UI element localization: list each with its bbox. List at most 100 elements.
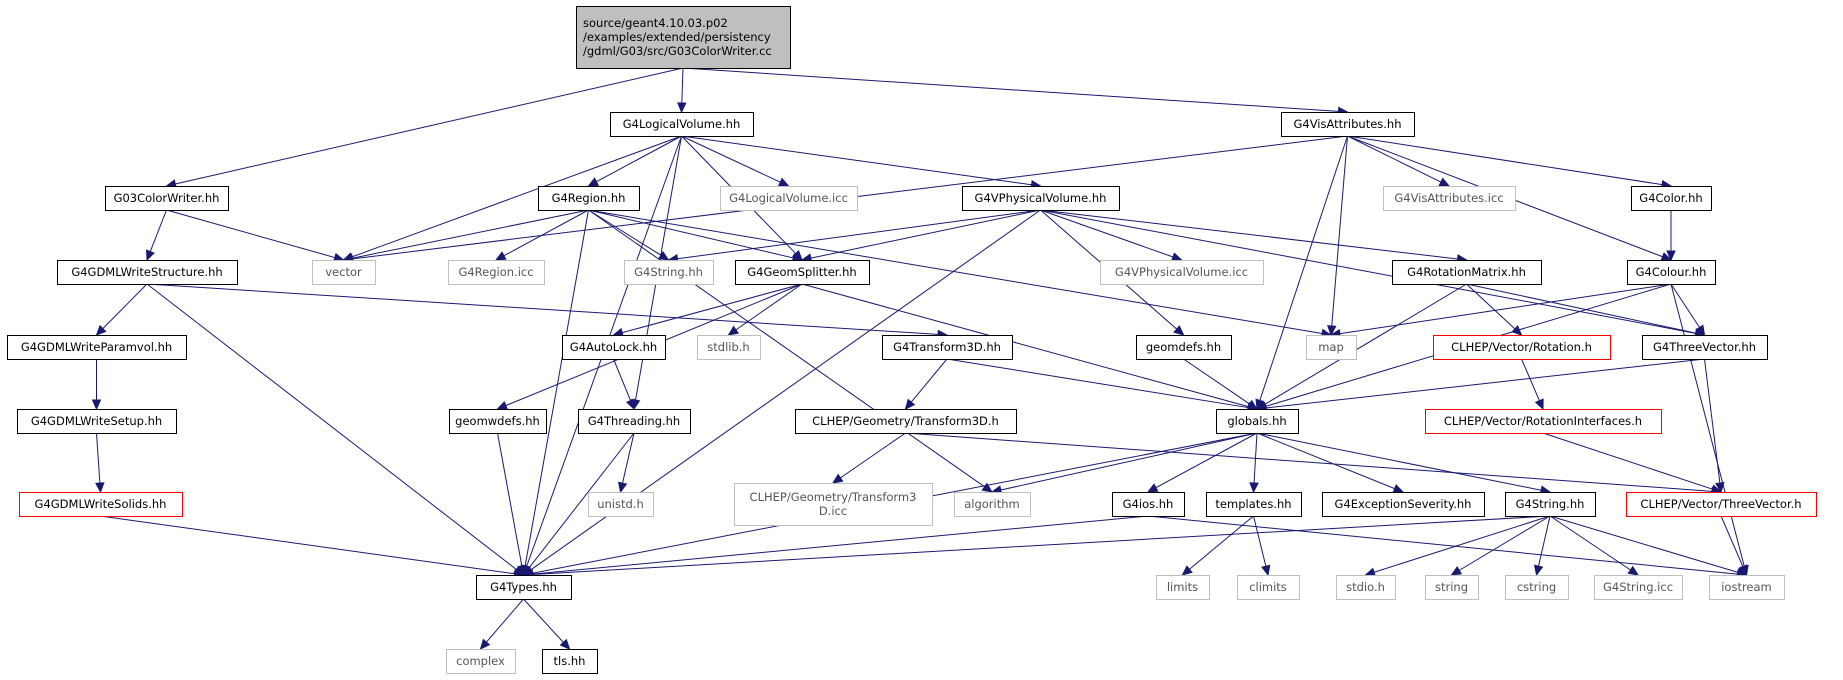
edge-arrowhead — [1327, 325, 1337, 337]
node-g4gdmlwritesolids-hh[interactable]: G4GDMLWriteSolids.hh — [19, 492, 183, 517]
node-clhep-rotationinterfaces-h[interactable]: CLHEP/Vector/RotationInterfaces.h — [1425, 409, 1662, 434]
node-label: G4AutoLock.hh — [570, 340, 657, 354]
edge-clhep-transform3d-h-to-clhep-threevector-h — [905, 432, 1723, 497]
edge-arrowhead — [981, 482, 994, 493]
edge-g4string-hh-b-to-g4string-icc — [1549, 515, 1640, 576]
edge-line — [1265, 358, 1705, 409]
edge-arrowhead — [559, 638, 571, 650]
node-g4gdmlwriteparamvol-hh[interactable]: G4GDMLWriteParamvol.hh — [7, 335, 187, 360]
node-string: string — [1425, 575, 1479, 600]
node-climits: climits — [1237, 575, 1300, 600]
node-label: G4GDMLWriteStructure.hh — [71, 265, 222, 279]
node-box — [795, 409, 1017, 434]
edge-arrowhead — [831, 473, 844, 484]
node-label: G03ColorWriter.hh — [114, 191, 220, 205]
node-label: geomdefs.hh — [1146, 340, 1221, 354]
node-g4rotationmatrix-hh[interactable]: G4RotationMatrix.hh — [1392, 260, 1542, 285]
node-label: G4LogicalVolume.icc — [729, 191, 848, 205]
node-label: G4Colour.hh — [1636, 265, 1707, 279]
node-box — [19, 492, 183, 517]
edge-arrowhead — [1534, 398, 1544, 411]
node-g4geomsplitter-hh[interactable]: G4GeomSplitter.hh — [735, 260, 870, 285]
node-globals-hh[interactable]: globals.hh — [1216, 409, 1299, 434]
edge-g4colour-hh-to-g4threevector-hh — [1670, 283, 1706, 337]
edge-g4string-hh-b-to-string — [1450, 515, 1551, 576]
node-g4string-hh-b[interactable]: G4String.hh — [1505, 492, 1596, 517]
node-g4vphysicalvolume-hh[interactable]: G4VPhysicalVolume.hh — [962, 186, 1120, 211]
node-iostream: iostream — [1709, 575, 1785, 600]
node-label: cstring — [1517, 580, 1556, 594]
node-label: unistd.h — [597, 497, 644, 511]
node-g4exceptionseverity-hh[interactable]: G4ExceptionSeverity.hh — [1322, 492, 1485, 517]
edge-line — [1704, 358, 1721, 484]
edge-arrowhead — [1146, 483, 1159, 493]
node-g4threevector-hh[interactable]: G4ThreeVector.hh — [1642, 335, 1768, 360]
node-g4gdmlwritesetup-hh[interactable]: G4GDMLWriteSetup.hh — [17, 409, 177, 434]
edge-line — [1538, 515, 1551, 567]
edge-line — [528, 432, 635, 569]
edge-root-to-g03colorwriter-hh — [165, 67, 684, 189]
node-templates-hh[interactable]: templates.hh — [1206, 492, 1302, 517]
edge-line — [1155, 432, 1258, 489]
node-g4color-hh[interactable]: G4Color.hh — [1631, 186, 1712, 211]
node-geomwdefs-hh[interactable]: geomwdefs.hh — [449, 409, 547, 434]
edge-arrowhead — [1450, 566, 1463, 576]
edge-line — [1259, 135, 1348, 401]
edge-arrowhead — [1181, 565, 1193, 576]
node-g4region-hh[interactable]: G4Region.hh — [538, 186, 640, 211]
edge-geomwdefs-hh-to-g4types-hh — [497, 432, 527, 577]
edge-g4rotationmatrix-hh-to-g4threevector-hh — [1466, 283, 1706, 338]
edge-globals-hh-to-g4exceptionseverity-hh — [1256, 432, 1405, 493]
node-label: CLHEP/Geometry/Transform3D.h — [812, 414, 999, 428]
edge-g4gdmlwritesetup-hh-to-g4gdmlwritesolids-hh — [95, 432, 105, 494]
node-g4ios-hh[interactable]: G4ios.hh — [1112, 492, 1185, 517]
edge-g4region-hh-to-vector — [342, 209, 589, 263]
edge-line — [801, 283, 1249, 408]
node-g4autolock-hh[interactable]: G4AutoLock.hh — [562, 335, 666, 360]
edge-g4visattributes-hh-to-globals-hh — [1255, 135, 1348, 411]
node-label: stdlib.h — [707, 340, 749, 354]
edge-line — [596, 135, 682, 183]
edge-arrowhead — [777, 177, 790, 187]
node-box — [1594, 575, 1683, 600]
edge-arrowhead — [904, 398, 916, 410]
edge-line — [532, 515, 1149, 575]
node-label: G4VPhysicalVolume.hh — [975, 191, 1107, 205]
node-box — [1322, 492, 1485, 517]
node-geomdefs-hh[interactable]: geomdefs.hh — [1136, 335, 1232, 360]
node-g4transform3d-hh[interactable]: G4Transform3D.hh — [882, 335, 1013, 360]
node-label: string — [1435, 580, 1468, 594]
node-g4gdmlwritestructure-hh[interactable]: G4GDMLWriteStructure.hh — [57, 260, 238, 285]
node-g4colour-hh[interactable]: G4Colour.hh — [1627, 260, 1716, 285]
edge-line — [1549, 515, 1739, 573]
node-g4types-hh[interactable]: G4Types.hh — [476, 575, 572, 600]
node-box — [538, 186, 640, 211]
node-algorithm: algorithm — [954, 492, 1031, 517]
edge-line — [682, 67, 1339, 112]
node-box — [476, 575, 572, 600]
node-g03colorwriter-hh[interactable]: G03ColorWriter.hh — [105, 186, 229, 211]
edge-line — [96, 432, 101, 484]
edge-arrowhead — [1666, 250, 1676, 262]
node-g4threading-hh[interactable]: G4Threading.hh — [578, 409, 691, 434]
node-g4logicalvolume-hh[interactable]: G4LogicalVolume.hh — [610, 112, 754, 137]
edge-clhep-rotationinterfaces-h-to-clhep-threevector-h — [1542, 432, 1723, 494]
node-g4visattributes-hh[interactable]: G4VisAttributes.hh — [1281, 112, 1415, 137]
node-label: D.icc — [819, 504, 847, 518]
node-tls-hh[interactable]: tls.hh — [542, 649, 598, 674]
node-clhep-rotation-h[interactable]: CLHEP/Vector/Rotation.h — [1433, 335, 1611, 360]
edge-templates-hh-to-limits — [1181, 515, 1254, 576]
edge-line — [1253, 515, 1267, 567]
edge-arrowhead — [1392, 484, 1405, 493]
edge-g4ios-hh-to-iostream — [1147, 515, 1748, 579]
edge-arrowhead — [625, 398, 635, 411]
node-label: algorithm — [964, 497, 1020, 511]
edge-line — [622, 283, 803, 334]
node-box — [1206, 492, 1302, 517]
edge-globals-hh-to-g4ios-hh — [1146, 432, 1258, 493]
edge-line — [149, 209, 167, 252]
node-clhep-transform3d-h[interactable]: CLHEP/Geometry/Transform3D.h — [795, 409, 1017, 434]
node-clhep-threevector-h[interactable]: CLHEP/Vector/ThreeVector.h — [1626, 492, 1817, 517]
edge-line — [1189, 515, 1254, 570]
node-root[interactable]: source/geant4.10.03.p02/examples/extende… — [576, 6, 791, 69]
